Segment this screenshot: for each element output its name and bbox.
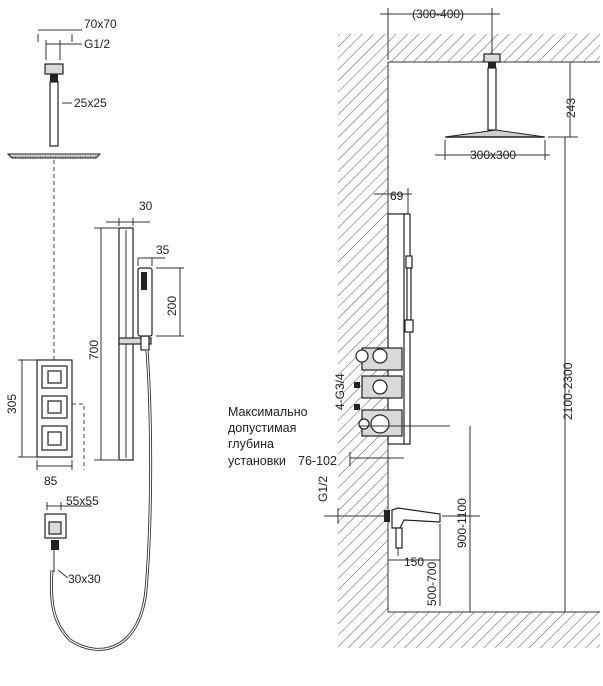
wall-outlet xyxy=(44,502,92,579)
slide-bar xyxy=(94,218,152,461)
dim-spout-height: 900-1100 xyxy=(455,498,469,548)
dim-spout-thread: G1/2 xyxy=(316,476,330,502)
dim-handshower-length: 200 xyxy=(165,296,179,316)
overhead-shower-head xyxy=(6,153,102,159)
dim-thread: G1/2 xyxy=(84,37,110,51)
hose-connection xyxy=(72,403,85,470)
dim-arm: 25x25 xyxy=(74,96,107,110)
wall-surface xyxy=(387,61,600,613)
dim-bar-width: 30 xyxy=(139,199,153,213)
ceiling-flange xyxy=(37,29,82,147)
dim-spout-reach: 150 xyxy=(404,555,424,569)
dim-handshower-width: 35 xyxy=(156,243,170,257)
install-depth-line-1: Максимально xyxy=(228,405,308,419)
ceiling-shower xyxy=(435,53,550,160)
install-depth-line-2: допустимая xyxy=(228,421,296,435)
dim-wall-offset: (300-400) xyxy=(412,7,464,21)
dim-bar-height: 700 xyxy=(87,340,101,360)
install-depth-note: Максимально допустимая глубина установки… xyxy=(228,405,404,468)
dim-ceiling-drop: 243 xyxy=(564,98,578,118)
dim-panel-height: 305 xyxy=(5,394,19,414)
bath-spout xyxy=(324,507,480,606)
install-depth-line-3: глубина xyxy=(228,437,274,451)
mixer-body xyxy=(354,347,450,437)
left-front-view: 70x70 G1/2 25x25 305 85 xyxy=(5,17,184,651)
install-depth-value: 76-102 xyxy=(298,454,337,468)
right-side-view: (300-400) 300x300 243 2100-2300 69 xyxy=(228,7,600,648)
mixer-faceplate xyxy=(18,359,73,470)
dim-outlet-plate: 55x55 xyxy=(66,494,99,508)
dim-head-size: 300x300 xyxy=(470,148,516,162)
dim-spout-floor: 500-700 xyxy=(425,562,439,606)
dim-mixer-depth: 69 xyxy=(390,189,404,203)
install-depth-line-4: установки xyxy=(228,454,286,468)
dim-total-height: 2100-2300 xyxy=(561,362,575,420)
dim-connection-thread: 4-G3/4 xyxy=(333,373,347,410)
dim-outlet-size: 30x30 xyxy=(68,572,101,586)
dim-panel-width: 85 xyxy=(44,474,58,488)
dim-top-size: 70x70 xyxy=(84,17,117,31)
hand-shower xyxy=(137,257,184,337)
wall-hatching xyxy=(338,34,600,648)
